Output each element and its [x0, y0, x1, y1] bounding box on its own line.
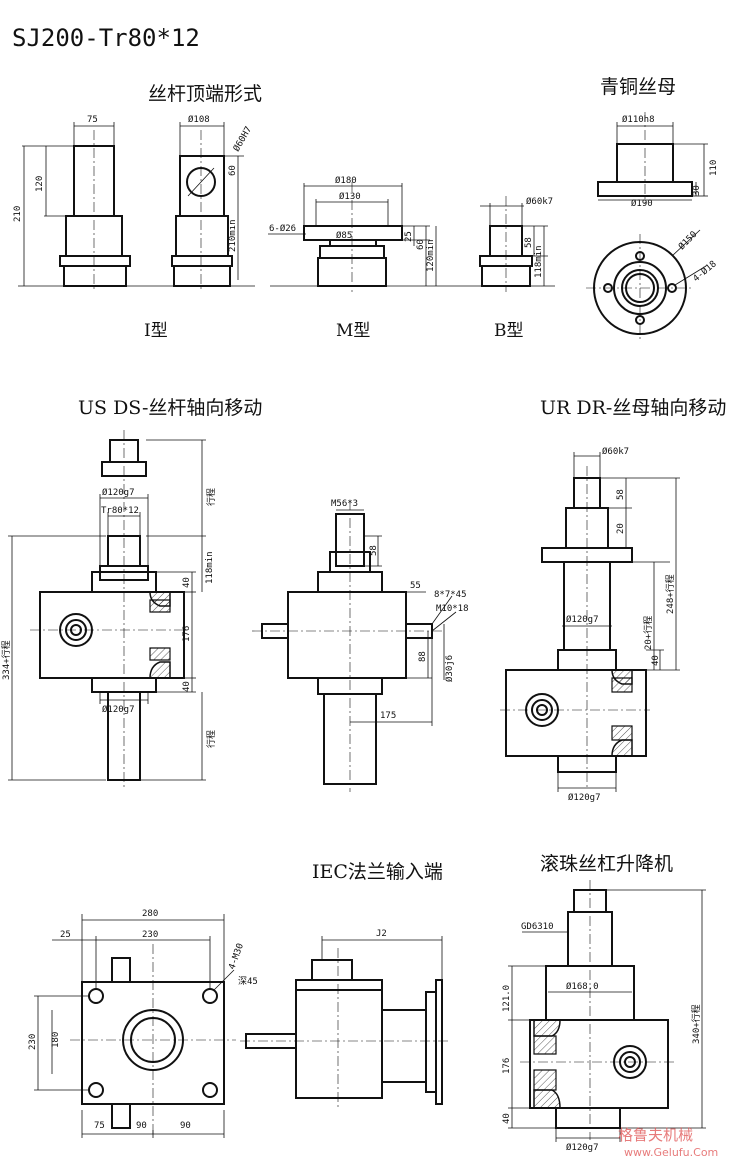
dim-us-40-top: 40 [182, 577, 192, 588]
dim-iec-230-vertical: 230 [28, 1034, 38, 1050]
dim-i-60: 60 [228, 165, 238, 176]
drawing-title: SJ200-Tr80*12 [12, 24, 200, 52]
dim-side-m56: M56*3 [331, 499, 358, 509]
dim-i-75: 75 [87, 115, 98, 125]
label-i-type: I型 [144, 321, 168, 341]
section-title-top-forms: 丝杆顶端形式 [148, 83, 262, 105]
dim-side-58: 58 [369, 545, 379, 556]
dim-side-30j6: Ø30j6 [444, 655, 455, 682]
dim-ur-120g7: Ø120g7 [566, 614, 599, 625]
dim-iec-25: 25 [60, 930, 71, 940]
dim-m-120min: 120min [426, 239, 436, 272]
dim-us-40-bottom: 40 [182, 681, 192, 692]
dim-iec-75: 75 [94, 1121, 105, 1131]
dim-side-175: 175 [380, 711, 396, 721]
section-title-ur-dr: UR DR-丝母轴向移动 [540, 397, 726, 419]
dim-side-m10: M10*18 [436, 604, 469, 614]
dim-bs-121: 121.0 [502, 985, 512, 1012]
dim-iec-90-right: 90 [180, 1121, 191, 1131]
iec-top-view: 280 25 230 4-M30 深45 230 180 75 90 90 [28, 909, 258, 1138]
dim-nut-110h8: Ø110h8 [622, 114, 655, 125]
dim-iec-90-left: 90 [136, 1121, 147, 1131]
dim-nut-30: 30 [692, 185, 702, 196]
dim-ur-20: 20 [616, 523, 626, 534]
m-type-view: Ø180 Ø130 6-Ø26 Ø85 25 60 120min [268, 175, 437, 292]
dim-us-stroke: 行程 [205, 488, 217, 506]
dim-i-60h7: Ø60H7 [231, 125, 254, 154]
dim-us-118min: 118min [205, 551, 215, 584]
dim-m-85: Ø85 [336, 230, 352, 241]
dim-us-334: 334+行程 [0, 640, 12, 680]
dim-ur-58: 58 [616, 489, 626, 500]
dim-b-118min: 118min [534, 245, 544, 278]
bronze-nut-front-view: Ø110h8 110 30 Ø190 [597, 112, 719, 209]
iec-side-view: J2 [240, 929, 448, 1108]
dim-m-180: Ø180 [335, 175, 357, 186]
dim-ur-248: 248+行程 [664, 574, 676, 614]
dim-ur-20-stroke: 20+行程 [642, 616, 654, 650]
dim-ur-120g7-bottom: Ø120g7 [568, 792, 601, 803]
dim-us-120g7: Ø120g7 [102, 487, 135, 498]
label-b-type: B型 [494, 321, 524, 341]
dim-nut-150: Ø150 [676, 229, 699, 252]
dim-side-key: 8*7*45 [434, 590, 467, 600]
dim-i-108: Ø108 [188, 114, 210, 125]
dim-i-210: 210 [13, 206, 23, 222]
section-title-bronze-nut: 青铜丝母 [600, 76, 676, 98]
b-type-view: Ø60k7 58 118min [479, 196, 553, 292]
dim-bs-340: 340+行程 [690, 1004, 702, 1044]
watermark-text-cn: 格鲁夫机械 [618, 1126, 693, 1144]
dim-nut-110: 110 [709, 160, 719, 176]
dim-us-stroke-bottom: 行程 [205, 730, 217, 748]
label-m-type: M型 [336, 321, 370, 341]
dim-bs-40: 40 [502, 1113, 512, 1124]
dim-side-88: 88 [418, 651, 428, 662]
dim-m-6026: 6-Ø26 [269, 223, 296, 234]
section-title-iec: IEC法兰输入端 [312, 861, 443, 883]
dim-b-58: 58 [524, 237, 534, 248]
dim-nut-4018: 4-Ø18 [691, 258, 719, 284]
dim-ur-60k7: Ø60k7 [602, 446, 629, 457]
bronze-nut-top-view: Ø150 4-Ø18 [586, 229, 719, 342]
dim-iec-deep: 深45 [238, 976, 258, 987]
dim-ur-40: 40 [651, 655, 661, 666]
dim-i-120: 120 [35, 176, 45, 192]
dim-bs-120g7: Ø120g7 [566, 1142, 599, 1153]
dim-us-tr: Tr80*12 [101, 506, 139, 516]
dim-us-120g7-bottom: Ø120g7 [102, 704, 135, 715]
dim-iec-4m30: 4-M30 [227, 942, 246, 971]
dim-b-60k7: Ø60k7 [526, 196, 553, 207]
i-type-side-view: Ø108 Ø60H7 60 210min [171, 114, 254, 292]
dim-iec-j2: J2 [376, 929, 387, 939]
section-title-ball-screw: 滚珠丝杠升降机 [540, 853, 673, 875]
dim-bs-gd6310: GD6310 [521, 922, 554, 932]
side-view: M56*3 58 55 8*7*45 M10*18 88 Ø30j6 175 [252, 499, 469, 792]
us-ds-front-view: Ø120g7 Tr80*12 Ø120g7 [0, 430, 217, 790]
dim-bs-176: 176 [502, 1058, 512, 1074]
dim-m-130: Ø130 [339, 191, 361, 202]
watermark-url: www.Gelufu.Com [624, 1146, 718, 1159]
dim-iec-280: 280 [142, 909, 158, 919]
section-title-us-ds: US DS-丝杆轴向移动 [78, 397, 262, 419]
dim-us-176: 176 [182, 626, 192, 642]
dim-nut-190: Ø190 [631, 198, 653, 209]
dim-bs-168: Ø168.0 [566, 981, 599, 992]
dim-iec-230: 230 [142, 930, 158, 940]
dim-side-55: 55 [410, 581, 421, 591]
i-type-view: 75 120 210 [13, 115, 131, 292]
dim-m-60: 60 [416, 239, 426, 250]
ball-screw-view: GD6310 121.0 Ø168.0 340+行程 176 40 Ø120g7 [502, 880, 706, 1153]
ur-dr-view: Ø60k7 58 20 248+行程 20+行程 Ø120g7 40 Ø120g… [500, 446, 680, 803]
dim-i-210min: 210min [228, 219, 238, 252]
dim-iec-180: 180 [51, 1032, 61, 1048]
dim-m-25: 25 [404, 231, 414, 242]
